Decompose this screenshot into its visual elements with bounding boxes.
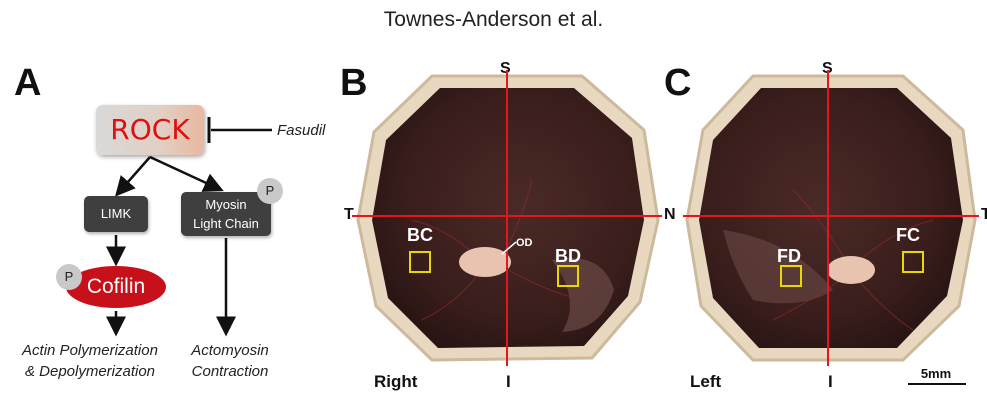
rock-limk-arrow [120,157,150,191]
panel-c-nasal-label: N [664,206,676,224]
phospho-cofilin-badge: P [56,264,82,290]
fd-label: FD [777,246,801,267]
pathway-arrows [0,0,340,395]
mlc-line-2: Light Chain [181,214,271,233]
panel-c-temporal-label: T [981,206,987,224]
actin-outcome-line-1: Actin Polymerization [0,340,180,361]
scale-bar [908,383,966,385]
optic-disc [827,256,875,284]
bd-label: BD [555,246,581,267]
mlc-line-1: Myosin [181,195,271,214]
rock-node: ROCK [96,105,204,155]
optic-disc [459,247,511,277]
rock-mlc-arrow [150,157,217,188]
fc-label: FC [896,225,920,246]
panel-b-inferior-label: I [506,372,511,392]
actin-outcome-line-2: & Depolymerization [0,361,180,382]
left-retina-photo [683,70,979,366]
phospho-mlc-badge: P [257,178,283,204]
retina-tissue [699,88,963,348]
actomyosin-outcome: Actomyosin Contraction [180,340,280,382]
actomyosin-outcome-line-1: Actomyosin [180,340,280,361]
scale-bar-label: 5mm [906,366,966,381]
myosin-light-chain-node: Myosin Light Chain [181,192,271,236]
actin-outcome: Actin Polymerization & Depolymerization [0,340,180,382]
panel-c-inferior-label: I [828,372,833,392]
actomyosin-outcome-line-2: Contraction [180,361,280,382]
left-eye-label: Left [690,372,721,392]
fasudil-label: Fasudil [277,122,325,139]
right-eye-label: Right [374,372,417,392]
right-retina-photo [352,70,662,366]
od-label: OD [516,237,533,249]
limk-node: LIMK [84,196,148,232]
bc-label: BC [407,225,433,246]
